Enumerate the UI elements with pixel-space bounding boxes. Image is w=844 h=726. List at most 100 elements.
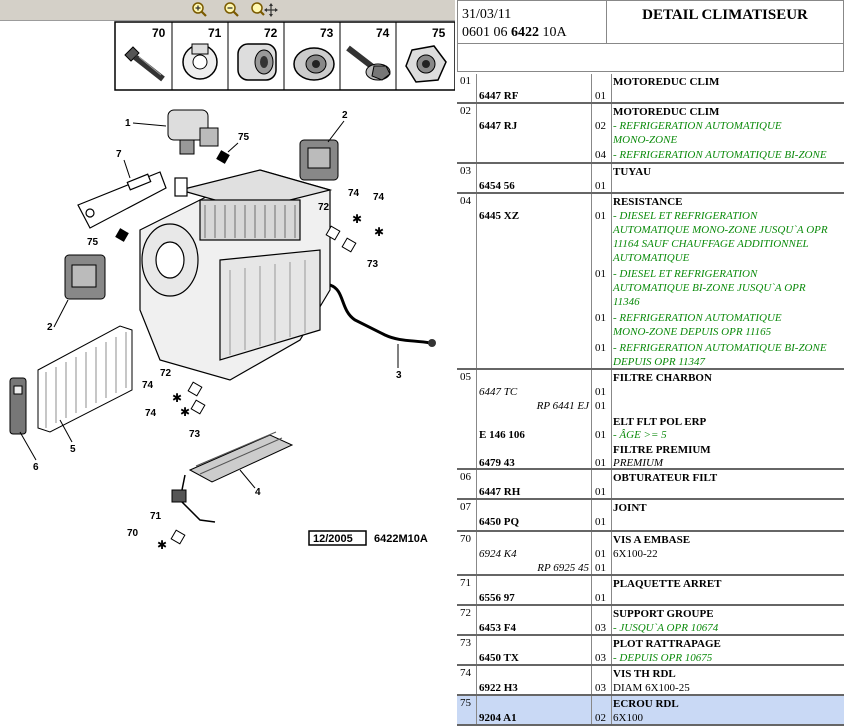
row-qty-text: 01 bbox=[595, 386, 606, 398]
header-date: 31/03/11 bbox=[462, 7, 512, 22]
row-ref-text: 6454 56 bbox=[479, 180, 515, 192]
part-7-gasket bbox=[77, 171, 167, 229]
row-qty-cell: 01 bbox=[591, 576, 612, 604]
svg-text:✱: ✱ bbox=[352, 212, 362, 226]
row-ref-text: 6924 K4 bbox=[479, 548, 517, 560]
row-desc-text: - DEPUIS OPR 10675 bbox=[613, 652, 713, 664]
row-desc-text: - DIESEL ET REFRIGERATION bbox=[613, 268, 758, 280]
row-desc-text: FILTRE PREMIUM bbox=[613, 444, 711, 456]
row-ref-cell: 6450 PQ bbox=[477, 500, 592, 530]
row-desc-text: AUTOMATIQUE bbox=[613, 252, 690, 264]
row-qty-text: 01 bbox=[595, 429, 606, 441]
row-qty-text: 01 bbox=[595, 312, 606, 324]
row-qty-text: 01 bbox=[595, 457, 606, 469]
row-desc-text: MOTOREDUC CLIM bbox=[613, 106, 720, 118]
row-ref-cell: 6445 XZ bbox=[477, 194, 592, 368]
row-ref-cell: 6450 TX bbox=[477, 636, 592, 664]
zoom-pan-icon[interactable] bbox=[250, 2, 278, 18]
callout-2-top: 2 bbox=[342, 110, 348, 121]
row-ref-text: 6447 TC bbox=[479, 386, 518, 398]
row-desc-text: PREMIUM bbox=[613, 457, 664, 469]
thumbnail-strip: 70 71 72 73 74 75 bbox=[114, 21, 455, 91]
row-desc-text: 6X100-22 bbox=[613, 548, 658, 560]
zoom-toolbar bbox=[0, 0, 455, 21]
stamp-date: 12/2005 bbox=[313, 533, 353, 545]
parts-list-panel: 31/03/11 0601 06 6422 10A DETAIL CLIMATI… bbox=[457, 0, 844, 726]
row-desc-text: - REFRIGERATION AUTOMATIQUE bbox=[613, 312, 782, 324]
row-desc-text: MOTOREDUC CLIM bbox=[613, 76, 720, 88]
exploded-diagram: 70 71 72 73 74 75 bbox=[9, 21, 455, 552]
callout-7: 7 bbox=[116, 149, 122, 160]
callout-73-bottom: 73 bbox=[189, 429, 201, 440]
row-qty-text: 02 bbox=[595, 712, 606, 724]
screw-flange-icon[interactable] bbox=[124, 46, 165, 82]
row-qty-text: 03 bbox=[595, 622, 606, 634]
row-qty-text: 03 bbox=[595, 652, 606, 664]
zoom-in-icon[interactable] bbox=[190, 2, 208, 18]
row-desc-text: - REFRIGERATION AUTOMATIQUE bbox=[613, 120, 782, 132]
row-qty-cell: 03 bbox=[591, 636, 612, 664]
zoom-out-icon[interactable] bbox=[222, 2, 240, 18]
thumb-72-label: 72 bbox=[264, 26, 278, 40]
plug-icon[interactable] bbox=[293, 47, 335, 81]
callout-6: 6 bbox=[33, 462, 39, 473]
row-desc-text: 6X100 bbox=[613, 712, 643, 724]
row-desc-text: DIAM 6X100-25 bbox=[613, 682, 690, 694]
support-icon[interactable] bbox=[237, 43, 277, 81]
row-ref-text: 6447 RJ bbox=[479, 120, 518, 132]
screw-washer-icon[interactable] bbox=[346, 45, 391, 81]
callout-1: 1 bbox=[125, 118, 131, 129]
row-desc-text: - JUSQU`A OPR 10674 bbox=[613, 622, 719, 634]
row-number: 73 bbox=[457, 636, 477, 664]
row-qty-text: 04 bbox=[595, 149, 606, 161]
callout-4: 4 bbox=[255, 487, 261, 498]
row-desc-text: 11346 bbox=[613, 296, 640, 308]
hvac-housing bbox=[139, 169, 333, 381]
row-number: 07 bbox=[457, 500, 477, 530]
row-ref-text: E 146 106 bbox=[479, 429, 525, 441]
parts-header: 31/03/11 0601 06 6422 10A DETAIL CLIMATI… bbox=[457, 0, 844, 44]
nut-icon[interactable] bbox=[405, 45, 447, 83]
row-desc-text: VIS A EMBASE bbox=[613, 534, 691, 546]
row-desc-text: ECROU RDL bbox=[613, 698, 679, 710]
diagram-panel: 70 71 72 73 74 75 bbox=[0, 0, 455, 552]
row-desc-text: PLOT RATTRAPAGE bbox=[613, 638, 721, 650]
row-qty-cell: 01 bbox=[591, 164, 612, 192]
stop-plate-icon[interactable] bbox=[182, 43, 218, 80]
row-desc-text: - REFRIGERATION AUTOMATIQUE BI-ZONE bbox=[613, 149, 827, 161]
row-ref-text: 6453 F4 bbox=[479, 622, 516, 634]
row-qty-text: 01 bbox=[595, 268, 606, 280]
part-3-pipe bbox=[329, 283, 431, 345]
row-qty-text: 01 bbox=[595, 90, 606, 102]
row-qty-text: 01 bbox=[595, 180, 606, 192]
row-ref-text: 6450 PQ bbox=[479, 516, 520, 528]
row-ref-cell: 6453 F4 bbox=[477, 606, 592, 634]
header-ref-bold: 6422 bbox=[511, 25, 539, 40]
row-ref-text: 6922 H3 bbox=[479, 682, 518, 694]
row-number: 06 bbox=[457, 470, 477, 498]
header-ref-prefix: 0601 06 bbox=[462, 25, 508, 40]
row-qty-text: 01 bbox=[595, 342, 606, 354]
callout-75-left: 75 bbox=[87, 237, 99, 248]
callout-74-d: 74 bbox=[145, 408, 157, 419]
row-ref-cell: 6447 RH bbox=[477, 470, 592, 498]
row-qty-text: 01 bbox=[595, 548, 606, 560]
callout-71: 71 bbox=[150, 511, 162, 522]
row-desc-text: - DIESEL ET REFRIGERATION bbox=[613, 210, 758, 222]
thumb-73-label: 73 bbox=[320, 26, 334, 40]
